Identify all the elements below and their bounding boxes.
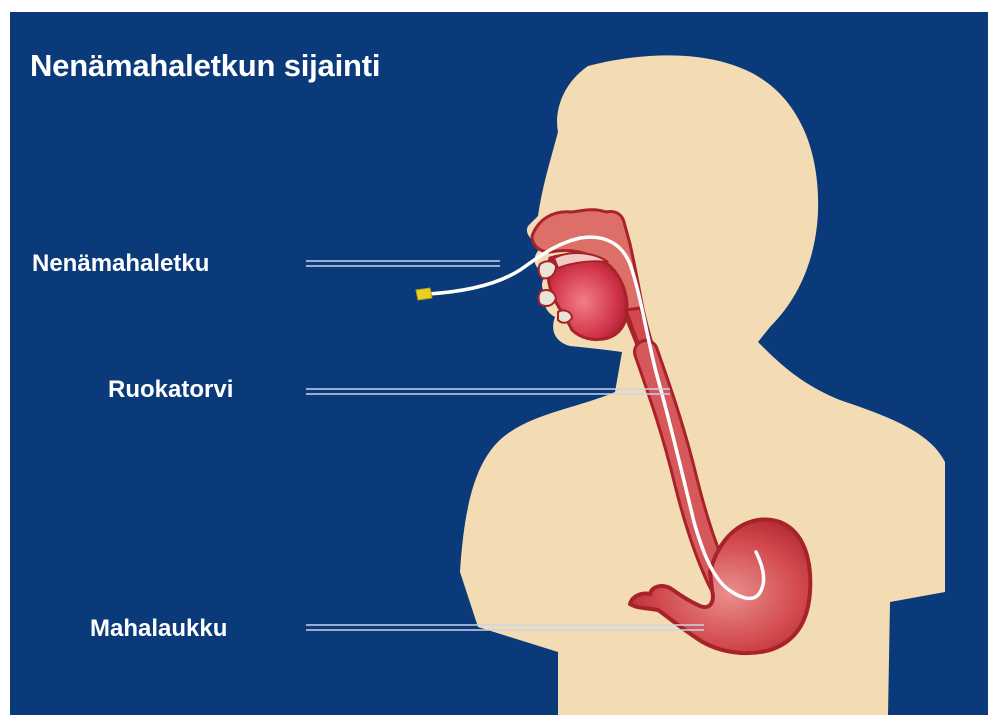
label-stomach: Mahalaukku <box>90 615 227 643</box>
label-esophagus: Ruokatorvi <box>108 376 233 404</box>
tube-tip-icon <box>416 288 432 300</box>
diagram-panel: Nenämahaletkun sijainti Nenämahaletku Ru… <box>10 12 988 715</box>
label-nasogastric-tube: Nenämahaletku <box>32 250 209 278</box>
anatomy-illustration <box>10 12 988 715</box>
diagram-title: Nenämahaletkun sijainti <box>30 48 380 84</box>
